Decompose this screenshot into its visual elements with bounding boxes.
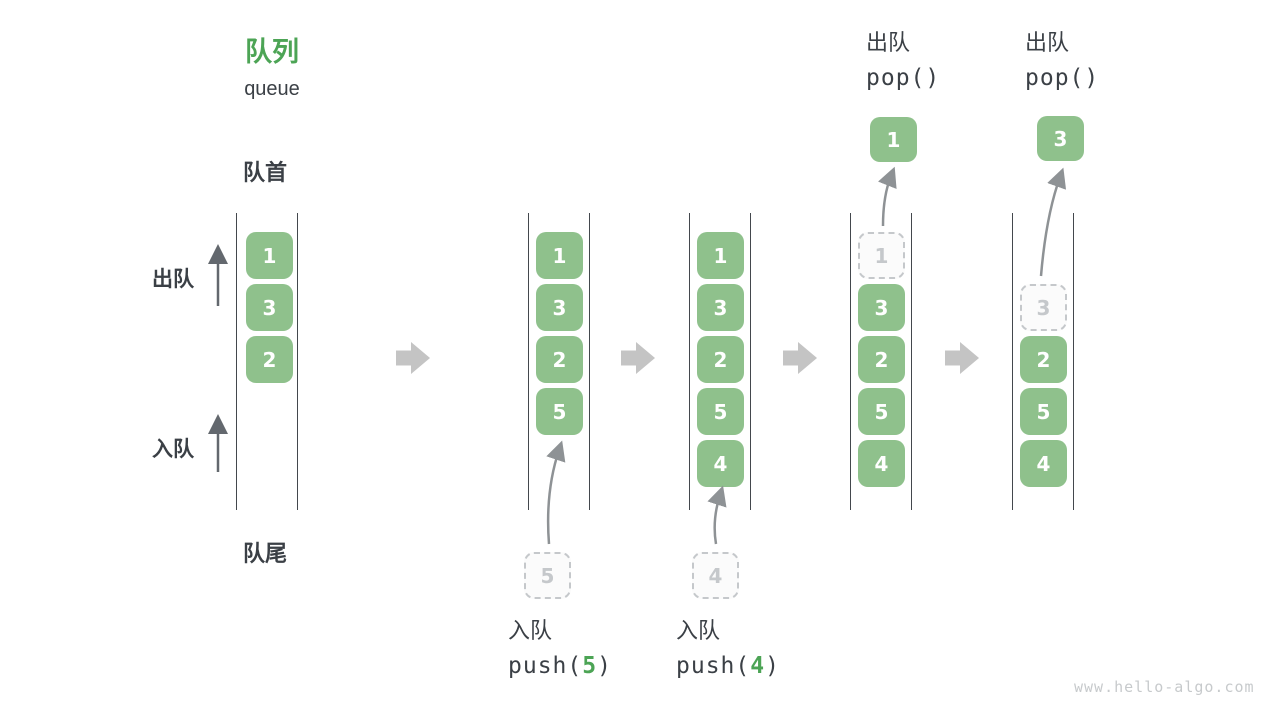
queue-cell: 4 — [697, 440, 744, 487]
queue-rail-5 — [1012, 213, 1074, 510]
ghost-popped-slot: 3 — [1020, 284, 1067, 331]
op-pop-code: pop() — [866, 65, 941, 91]
queue-cell: 1 — [246, 232, 293, 279]
label-enqueue-side: 入队 — [152, 438, 194, 461]
popped-element: 1 — [870, 117, 917, 162]
op-label-push-5: 入队 push(5) — [508, 620, 612, 678]
queue-cell: 2 — [536, 336, 583, 383]
queue-rail-4 — [850, 213, 912, 510]
op-label-pop-2: 出队 pop() — [1025, 32, 1099, 90]
queue-cell: 2 — [697, 336, 744, 383]
queue-cell: 3 — [697, 284, 744, 331]
queue-cell: 5 — [858, 388, 905, 435]
staged-element: 5 — [524, 552, 571, 599]
queue-cell: 1 — [697, 232, 744, 279]
queue-cell: 5 — [1020, 388, 1067, 435]
op-push-code: push(5) — [508, 653, 612, 679]
queue-cell: 3 — [858, 284, 905, 331]
op-pop-zh: 出队 — [866, 30, 911, 55]
diagram-title: 队列 queue — [212, 30, 332, 101]
step-arrow-icon — [621, 342, 655, 374]
op-push-zh: 入队 — [508, 618, 553, 643]
queue-cell: 5 — [536, 388, 583, 435]
queue-rail-2 — [528, 213, 590, 510]
label-queue-rear: 队尾 — [242, 541, 287, 566]
watermark: www.hello-algo.com — [1074, 678, 1255, 696]
staged-element: 4 — [692, 552, 739, 599]
ghost-popped-slot: 1 — [858, 232, 905, 279]
op-push-code: push(4) — [676, 653, 780, 679]
queue-rail-1 — [236, 213, 298, 510]
push-arg: 4 — [750, 653, 766, 679]
op-pop-code: pop() — [1025, 65, 1100, 91]
step-arrow-icon — [945, 342, 979, 374]
op-label-push-4: 入队 push(4) — [676, 620, 780, 678]
step-arrow-icon — [783, 342, 817, 374]
queue-cell: 2 — [858, 336, 905, 383]
op-pop-zh: 出队 — [1025, 30, 1070, 55]
title-en: queue — [244, 78, 300, 100]
label-dequeue-side: 出队 — [152, 268, 194, 291]
queue-cell: 5 — [697, 388, 744, 435]
op-push-zh: 入队 — [676, 618, 721, 643]
queue-rail-3 — [689, 213, 751, 510]
step-arrow-icon — [396, 342, 430, 374]
queue-cell: 2 — [1020, 336, 1067, 383]
queue-cell: 3 — [536, 284, 583, 331]
label-queue-front: 队首 — [242, 160, 287, 185]
queue-cell: 4 — [858, 440, 905, 487]
queue-cell: 2 — [246, 336, 293, 383]
queue-cell: 4 — [1020, 440, 1067, 487]
queue-cell: 1 — [536, 232, 583, 279]
title-zh: 队列 — [245, 37, 299, 67]
popped-element: 3 — [1037, 116, 1084, 161]
queue-cell: 3 — [246, 284, 293, 331]
push-arg: 5 — [582, 653, 598, 679]
op-label-pop-1: 出队 pop() — [866, 32, 940, 90]
